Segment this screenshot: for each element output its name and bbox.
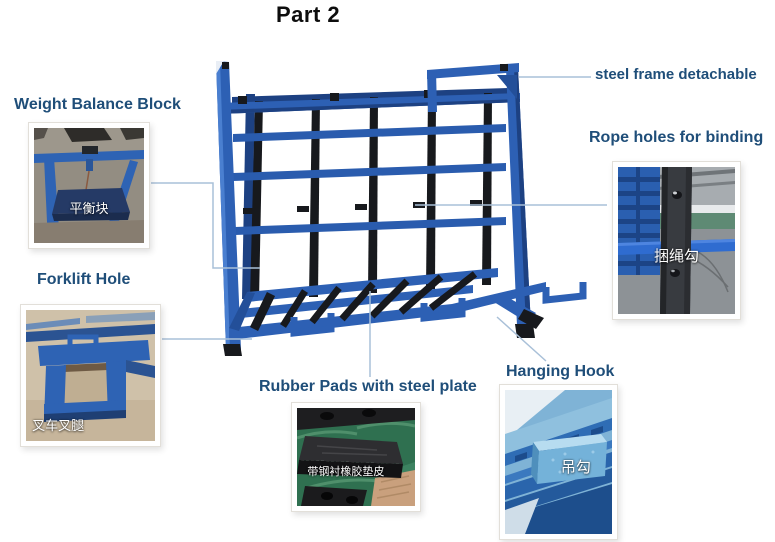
leader-line-hanging-hook — [496, 316, 547, 362]
rack-stacking-tabs — [238, 90, 433, 104]
photo-rope-holes: 捆绳勾 — [612, 161, 741, 320]
rack-left-post-highlight — [216, 61, 230, 350]
photo-hanging-hook: 吊勾 — [499, 384, 618, 540]
rack-black-slats — [243, 93, 492, 300]
caption-hanging-hook: 吊勾 — [560, 457, 591, 476]
rack-right-post-shade — [514, 68, 531, 326]
page-title: Part 2 — [276, 2, 341, 27]
caption-rubber-pads: 带钢衬橡胶垫皮 — [307, 465, 385, 479]
rack-deck-crossbars — [249, 271, 478, 331]
rack-left-post-cap — [216, 61, 224, 74]
rack-left-post — [216, 61, 241, 350]
rack-forklift-handles — [290, 282, 587, 337]
label-rope-holes: Rope holes for binding — [589, 129, 764, 146]
caption-forklift: 叉车叉腿 — [32, 418, 85, 434]
rack-mid-rails — [233, 124, 506, 235]
rope-holes-photo-scene — [618, 167, 735, 314]
rack-deck — [229, 268, 546, 340]
label-steel-frame-detachable: steel frame detachable — [595, 66, 757, 83]
caption-weight-balance: 平衡块 — [69, 202, 109, 217]
rack-back-top-rail — [232, 88, 508, 104]
forklift-photo-scene — [26, 310, 155, 441]
rack-detachable-frame — [427, 63, 519, 112]
photo-forklift-hole: 叉车叉腿 — [20, 304, 161, 447]
label-hanging-hook: Hanging Hook — [506, 363, 615, 380]
photo-rubber-pads: 带钢衬橡胶垫皮 — [291, 402, 421, 512]
label-rubber-pads: Rubber Pads with steel plate — [259, 378, 477, 395]
leader-line-weight-balance — [151, 182, 260, 269]
rack-front-top-rail-shade — [219, 99, 520, 114]
caption-rope-holes: 捆绳勾 — [653, 247, 700, 266]
weight-balance-photo-scene — [34, 128, 144, 243]
rack-front-top-rail — [219, 93, 520, 114]
label-forklift-hole: Forklift Hole — [37, 271, 131, 288]
label-weight-balance-block: Weight Balance Block — [14, 96, 181, 113]
photo-weight-balance-block: 平衡块 — [28, 122, 150, 249]
rack-back-left-post — [242, 94, 255, 299]
rack-illustration — [216, 61, 587, 356]
rack-left-post-notch — [222, 62, 229, 69]
hanging-hook-photo-scene — [505, 390, 612, 534]
rack-right-post — [506, 68, 531, 326]
rubber-pads-photo-scene — [297, 408, 415, 506]
rack-feet — [223, 293, 544, 356]
